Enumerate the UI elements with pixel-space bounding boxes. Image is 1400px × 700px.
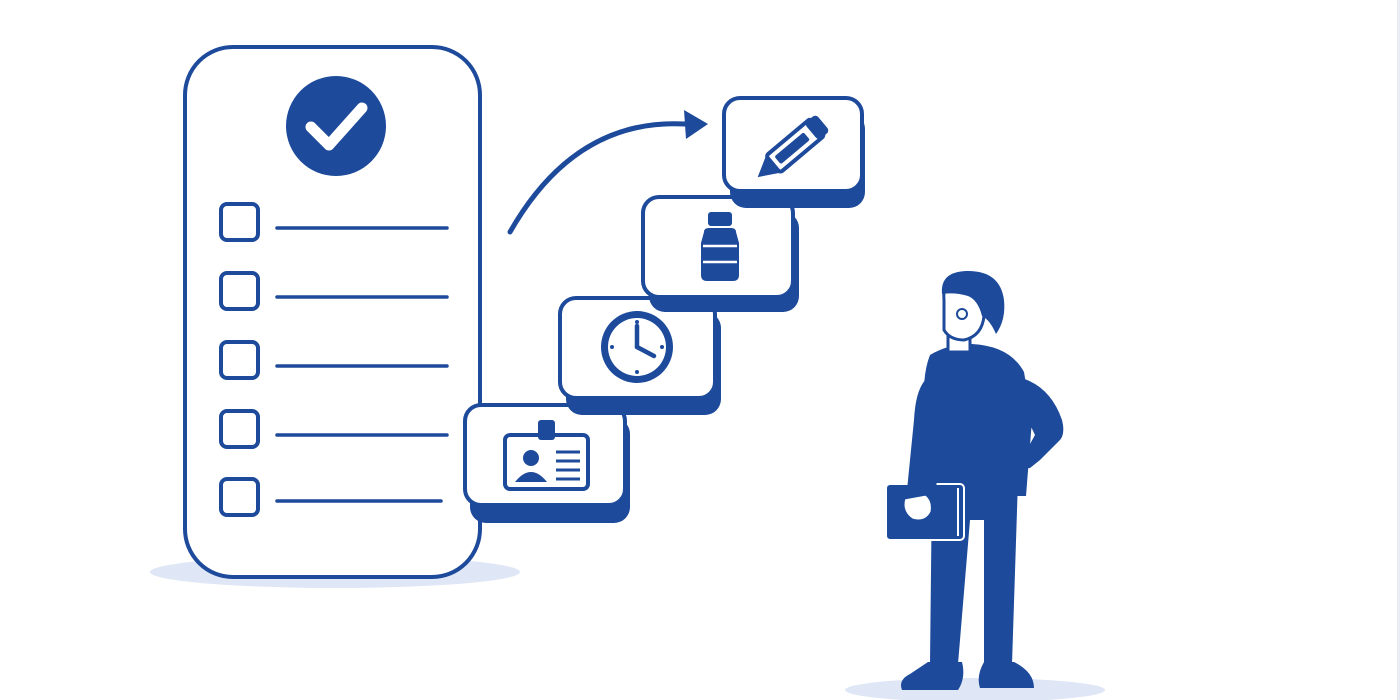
step-tile-clock[interactable]	[558, 296, 721, 415]
person-shadow	[845, 678, 1105, 700]
right-edge	[1397, 0, 1400, 700]
checklist-row	[219, 202, 449, 242]
clock-icon	[601, 311, 673, 383]
person-with-folder-icon	[885, 270, 1064, 690]
step-tile-pencil[interactable]	[722, 96, 865, 208]
checklist-row	[219, 340, 449, 380]
checklist-document	[183, 45, 482, 579]
checkbox[interactable]	[219, 340, 260, 380]
check-circle-icon	[286, 76, 386, 176]
checklist-row	[219, 409, 449, 449]
checklist-row	[219, 477, 443, 517]
curved-arrow-icon	[507, 110, 708, 235]
pencil-icon	[757, 115, 829, 178]
checkbox[interactable]	[219, 409, 260, 449]
step-tile-id-badge[interactable]	[463, 403, 630, 523]
bottle-icon	[701, 212, 739, 281]
checklist-row	[219, 271, 449, 311]
checkbox[interactable]	[219, 271, 260, 311]
checkbox[interactable]	[219, 202, 260, 242]
id-badge-icon	[503, 420, 590, 491]
checkbox[interactable]	[219, 477, 260, 517]
step-tile-bottle[interactable]	[641, 195, 799, 312]
